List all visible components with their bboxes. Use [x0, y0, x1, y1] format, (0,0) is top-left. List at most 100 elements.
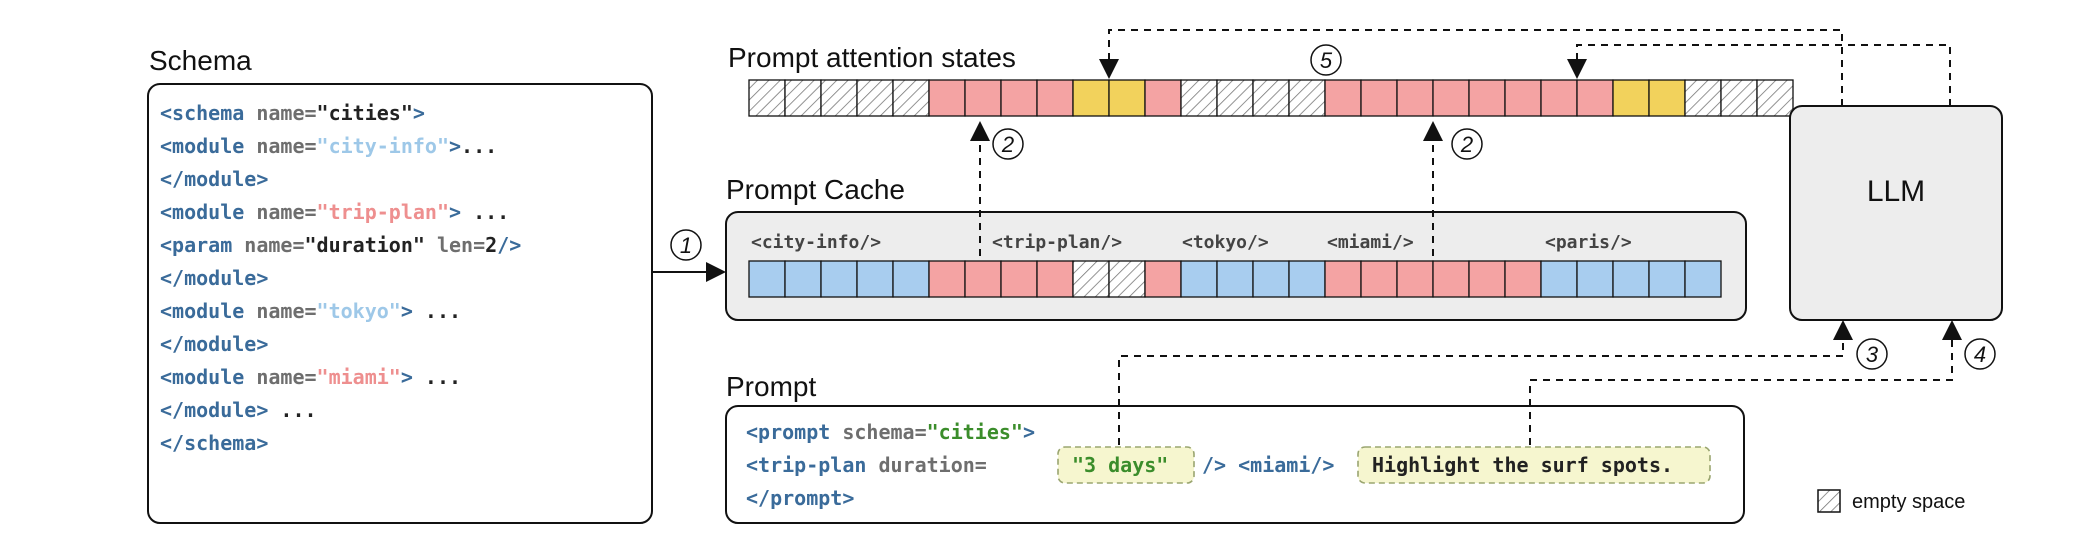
- attention-cell: [1432, 79, 1470, 117]
- attention-cell: [1036, 79, 1074, 117]
- param-value-highlight-box: [1057, 446, 1195, 484]
- cache-cell: [1216, 260, 1254, 298]
- cache-cell: [784, 260, 822, 298]
- cache-cell: [1252, 260, 1290, 298]
- attention-cell: [1648, 79, 1686, 117]
- cache-cell: [1612, 260, 1650, 298]
- code-line: <param name="duration" len=2/>: [160, 233, 521, 257]
- code-line: </prompt>: [746, 486, 854, 510]
- attention-cell: [1360, 79, 1398, 117]
- cache-labels: <city-info/> <trip-plan/> <tokyo/> <miami/>…: [751, 232, 1632, 253]
- attention-cell: [1504, 79, 1542, 117]
- user-text-highlight: Highlight the surf spots.: [1372, 453, 1673, 477]
- prompt-panel: [725, 405, 1745, 524]
- attention-cell: [1612, 79, 1650, 117]
- code-line: </module>: [160, 332, 268, 356]
- code-line: <prompt schema="cities">: [746, 420, 1035, 444]
- cache-cell: [1468, 260, 1506, 298]
- attention-cell: [964, 79, 1002, 117]
- cache-cell: [964, 260, 1002, 298]
- cache-cell: [1576, 260, 1614, 298]
- step-circle-2a: 2: [992, 128, 1024, 160]
- cache-strip: [748, 260, 1722, 298]
- legend-empty-swatch: [1817, 489, 1841, 513]
- arrow-prompt-text-to-llm: [1529, 320, 1962, 445]
- step-circle-1: 1: [670, 229, 702, 261]
- cache-module-label: <tokyo/>: [1182, 232, 1269, 253]
- cache-cell: [1684, 260, 1722, 298]
- attention-cell: [1144, 79, 1182, 117]
- attention-cell: [1288, 79, 1326, 117]
- attention-cell: [892, 79, 930, 117]
- attention-cell: [1468, 79, 1506, 117]
- arrow-llm-to-attention-b: [1567, 44, 1951, 106]
- attention-cell: [928, 79, 966, 117]
- cache-cell: [1288, 260, 1326, 298]
- cache-cell: [1648, 260, 1686, 298]
- cache-module-label: <trip-plan/>: [992, 232, 1122, 253]
- code-line: </module>: [160, 266, 268, 290]
- svg-text:1: 1: [680, 233, 692, 258]
- attention-cell: [1252, 79, 1290, 117]
- arrow-llm-to-attention-a: [1099, 29, 1843, 106]
- llm-label: LLM: [1867, 175, 1925, 208]
- step-circle-3: 3: [1856, 338, 1888, 370]
- schema-title: Schema: [149, 45, 252, 76]
- cache-cell: [1540, 260, 1578, 298]
- cache-cell: [1072, 260, 1110, 298]
- code-line: <schema name="cities">: [160, 101, 425, 125]
- attention-cell: [1396, 79, 1434, 117]
- cache-cell: [1504, 260, 1542, 298]
- attention-cell: [1072, 79, 1110, 117]
- llm-box: [1789, 105, 2003, 321]
- attention-cell: [1216, 79, 1254, 117]
- cache-cell: [928, 260, 966, 298]
- cache-cell: [1360, 260, 1398, 298]
- code-line: </module>: [160, 167, 268, 191]
- cache-module-label: <city-info/>: [751, 232, 881, 253]
- attention-cell: [1720, 79, 1758, 117]
- code-line: </module> ...: [160, 398, 317, 422]
- step-circle-5: 5: [1310, 44, 1342, 76]
- svg-text:3: 3: [1866, 342, 1879, 367]
- svg-text:2: 2: [1001, 132, 1014, 157]
- attention-cell: [1576, 79, 1614, 117]
- cache-module-label: <miami/>: [1327, 232, 1414, 253]
- cache-cell: [892, 260, 930, 298]
- code-line: <module name="miami"> ...: [160, 365, 461, 389]
- code-line: /> <miami/>: [1202, 453, 1334, 477]
- attention-cell: [1108, 79, 1146, 117]
- code-line: <module name="trip-plan"> ...: [160, 200, 509, 224]
- attention-cell: [856, 79, 894, 117]
- cache-cell: [856, 260, 894, 298]
- attention-cell: [1684, 79, 1722, 117]
- cache-title: Prompt Cache: [726, 174, 905, 205]
- arrow-prompt-param-to-llm: [1118, 320, 1853, 445]
- attention-cell: [1756, 79, 1794, 117]
- attention-cell: [1540, 79, 1578, 117]
- step-circle-4: 4: [1964, 338, 1996, 370]
- user-text-highlight-box: [1357, 446, 1711, 484]
- attention-cell: [1000, 79, 1038, 117]
- svg-text:2: 2: [1460, 132, 1473, 157]
- code-line: <module name="city-info">...: [160, 134, 497, 158]
- legend-empty-label: empty space: [1852, 491, 1965, 513]
- prompt-title: Prompt: [726, 371, 816, 402]
- cache-cell: [1180, 260, 1218, 298]
- code-line: <module name="tokyo"> ...: [160, 299, 461, 323]
- cache-module-label: <paris/>: [1545, 232, 1632, 253]
- cache-cell: [748, 260, 786, 298]
- attention-cell: [784, 79, 822, 117]
- prompt-code: <prompt schema="cities"> <trip-plan dura…: [746, 420, 1711, 510]
- cache-cell: [1432, 260, 1470, 298]
- cache-cell: [1108, 260, 1146, 298]
- param-value-highlight: "3 days": [1072, 453, 1168, 477]
- attention-cell: [820, 79, 858, 117]
- cache-cell: [1000, 260, 1038, 298]
- cache-cell: [1396, 260, 1434, 298]
- schema-code: <schema name="cities"> <module name="cit…: [160, 101, 521, 455]
- schema-panel: [147, 83, 653, 524]
- svg-text:4: 4: [1974, 342, 1986, 367]
- code-line: <trip-plan duration=: [746, 453, 987, 477]
